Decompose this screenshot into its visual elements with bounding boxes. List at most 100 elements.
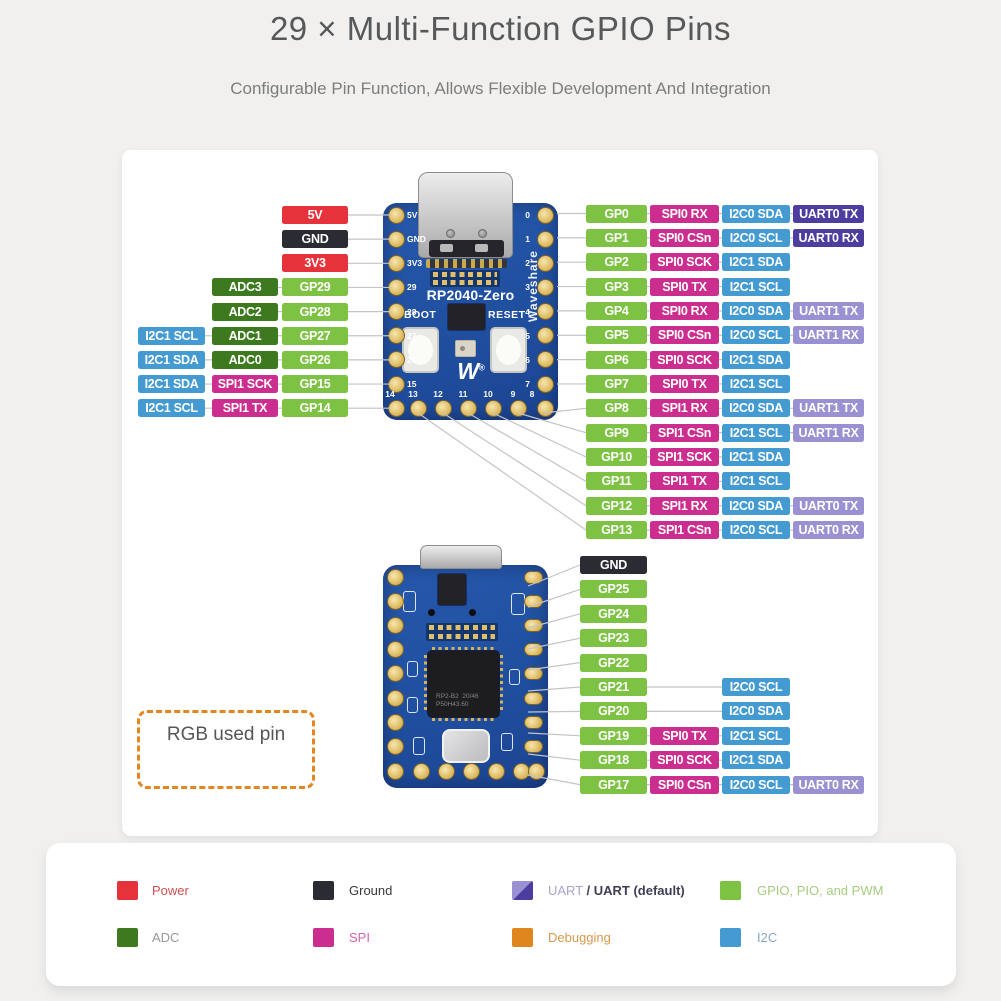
pin-badge-gp10: GP10 [586,448,647,466]
pin-badge-i2c1-scl: I2C1 SCL [722,374,790,393]
pin-badge-i2c1-sda: I2C1 SDA [138,350,205,369]
via-dot [428,609,435,616]
pin-badge-adc2: ADC2 [212,302,278,321]
board-pad [434,399,452,417]
legend-item: UART / UART (default) [548,883,685,898]
pin-badge-gp25: GP25 [580,580,647,599]
pin-badge-gp15: GP15 [282,375,348,394]
board-pad [387,303,405,321]
pin-badge-uart1-tx: UART1 TX [793,301,864,320]
board-pad [536,254,554,272]
board-pad [523,618,543,632]
legend-label-text: GPIO, PIO, and PWM [757,883,884,898]
board-edge-label: 28 [407,306,417,317]
board-edge-label: 1 [525,234,530,245]
board-pad [536,327,554,345]
pin-badge-i2c1-scl: I2C1 SCL [722,277,790,296]
rgb-led [455,340,476,357]
board-pad [386,762,404,780]
pin-badge-i2c0-scl: I2C0 SCL [722,775,790,794]
board-edge-label: 9 [510,389,516,399]
board-edge-label: 29 [407,282,417,293]
pin-badge-spi1-sck: SPI1 SCK [650,448,719,466]
legend-swatch-power [117,881,138,900]
board-edge-label: 11 [458,389,468,399]
pin-badge-uart0-tx: UART0 TX [793,204,864,223]
legend-swatch-ground [313,881,334,900]
pin-badge-gp8: GP8 [586,399,647,418]
pin-badge-spi0-csn: SPI0 CSn [650,228,719,247]
legend-swatch-uart_split [512,881,533,900]
board-pad [523,594,543,608]
pin-badge-gp11: GP11 [586,472,647,491]
rgb-box-title: RGB used pin [166,724,286,745]
board-edge-label: 7 [525,379,530,390]
pin-badge-spi0-tx: SPI0 TX [650,374,719,393]
silkscreen-outline [501,733,513,751]
silkscreen-outline [413,737,425,755]
usb-c-connector [418,172,513,268]
legend-swatch-debug [512,928,533,947]
board-pad [527,762,545,780]
pin-badge-adc1: ADC1 [212,326,278,345]
page-subtitle: Configurable Pin Function, Allows Flexib… [230,79,771,98]
pin-badge-spi0-tx: SPI0 TX [650,277,719,296]
pin-badge-gp5: GP5 [586,326,647,345]
pin-badge-i2c0-scl: I2C0 SCL [722,678,790,696]
pin-badge-5v: 5V [282,206,348,224]
pin-badge-spi1-sck: SPI1 SCK [212,375,278,394]
pin-badge-spi0-sck: SPI0 SCK [650,751,719,770]
chip-marking: RP2-B2 20/46 P50H43.60 [436,693,479,708]
board-pad [536,206,554,224]
pin-badge-i2c1-scl: I2C1 SCL [722,726,790,745]
usb-screw [478,229,487,238]
pin-badge-gp19: GP19 [580,726,647,745]
board-pad [523,739,543,753]
legend-item: I2C [757,930,777,945]
board-pad [412,762,430,780]
board-pad [386,568,404,586]
pin-badge-spi0-csn: SPI0 CSn [650,326,719,345]
usb-contact [440,244,453,252]
legend-item: ADC [152,930,179,945]
pin-badge-gp7: GP7 [586,374,647,393]
pin-badge-gnd: GND [580,556,647,574]
pin-badge-gp21: GP21 [580,678,647,696]
pin-badge-3v3: 3V3 [282,254,348,273]
legend-label-text: Ground [349,883,393,898]
legend-label-text: Power [152,883,189,898]
boot-button [402,327,439,373]
pin-badge-gp29: GP29 [282,278,348,297]
chip-pins [424,655,427,713]
waveshare-logo-icon: W® [457,358,485,384]
pin-badge-gp26: GP26 [282,350,348,369]
board-edge-label: 8 [529,389,535,399]
pin-badge-uart1-rx: UART1 RX [793,326,864,345]
header-footprint [430,270,500,287]
board-pad [512,762,530,780]
legend-label-text: Debugging [548,930,611,945]
pin-badge-gp9: GP9 [586,423,647,442]
board-pad [487,762,505,780]
board-edge-label: 5V [407,210,418,220]
chip-pins [432,718,495,721]
pin-badge-gp6: GP6 [586,350,647,369]
board-pad [386,641,404,659]
pin-badge-spi1-tx: SPI1 TX [650,472,719,491]
pin-badge-spi1-rx: SPI1 RX [650,496,719,515]
pin-badge-spi1-tx: SPI1 TX [212,399,278,418]
reset-label: RESET [488,309,526,321]
silkscreen-outline [407,697,418,713]
legend-swatch-adc [117,928,138,947]
legend-swatch-i2c [720,928,741,947]
board-edge-label: 6 [525,354,530,365]
board-name: RP2040-Zero [426,287,515,303]
board-pad [386,616,404,634]
pin-badge-gp4: GP4 [586,301,647,320]
pin-badge-gp28: GP28 [282,302,348,321]
usb-screw [446,229,455,238]
pin-badge-gp2: GP2 [586,253,647,272]
silkscreen-outline [407,661,418,677]
board-edge-label: 0 [525,210,530,220]
pin-badge-i2c1-sda: I2C1 SDA [722,253,790,272]
